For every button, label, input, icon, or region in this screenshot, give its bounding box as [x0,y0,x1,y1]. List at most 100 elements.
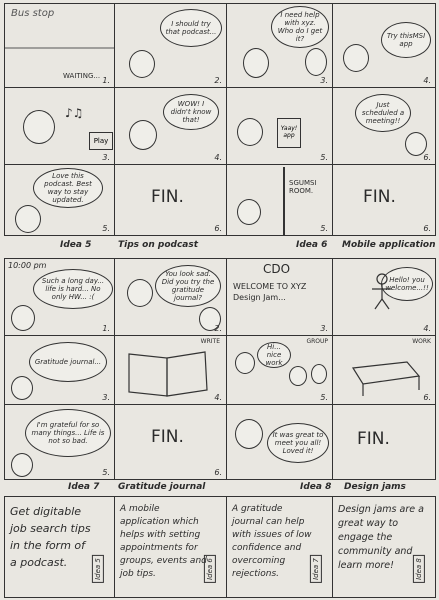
panel-2: I should try that podcast... 2. [114,3,227,88]
panel-5: ♪♫ Play 3. [4,87,115,165]
panel-number: 5. [102,468,110,477]
panel-1: Bus stop WAITING... 1. [4,3,115,88]
music-notes: ♪♫ [65,106,84,120]
play-button-label: Play [93,137,109,145]
panel-16: Hello! you welcome...!! 4. [332,258,436,336]
character-head [199,307,221,331]
open-journal-sketch [128,351,208,397]
speech-bubble: You look sad. Did you try the gratitude … [155,265,221,307]
idea-card-tag: Idea 8 [413,555,426,583]
panel-19: GROUP Hi... nice work 5. [226,335,333,405]
play-button[interactable]: Play [89,132,113,150]
panel-number: 5. [320,153,328,162]
speech-bubble: Gratitude journal... [29,342,107,382]
room-sign: SGUMSI ROOM. [289,179,317,195]
panel-21: I'm grateful for so many things... Life … [4,404,115,480]
speech-bubble: Try thisMSI app [381,22,431,58]
time-label: 10:00 pm [8,261,47,270]
speech-bubble: Just scheduled a meeting!! [355,94,411,132]
idea-card-text: A mobile application which helps with se… [120,504,207,579]
speech-bubble: Love this podcast. Best way to stay upda… [33,168,103,208]
panel-number: 6. [423,224,431,233]
work-table-sketch [351,361,421,396]
panel-number: 6. [214,224,222,233]
panel-number: 3. [102,153,110,162]
action-label: WORK [412,338,431,345]
speech-bubble: It was great to meet you all! Loved it! [267,423,329,463]
panel-number: 2. [214,76,222,85]
action-label: WRITE [200,338,220,345]
character-head [305,48,327,76]
panel-number: 4. [214,393,222,402]
panel-13: 10:00 pm Such a long day... life is hard… [4,258,115,336]
character-head [237,199,261,225]
idea-title: Design jams [344,482,406,492]
character-head [11,376,33,400]
idea-card-tag: Idea 6 [204,555,217,583]
panel-number: 1. [102,76,110,85]
speech-bubble: Hello! you welcome...!! [381,267,433,301]
panel-number: 5. [102,224,110,233]
idea-title: Gratitude journal [118,482,206,492]
panel-10: FIN. 6. [114,164,227,236]
panel-number: 6. [423,393,431,402]
character-head [11,453,33,477]
fin-text: FIN. [357,429,390,449]
board-title: CDO [263,262,291,276]
fin-text: FIN. [151,187,184,207]
speech-bubble: Hi... nice work [257,342,291,368]
idea-label: Idea 6 [296,240,328,250]
idea-card-8: Design jams are a great way to engage th… [332,496,436,598]
panel-number: 4. [214,153,222,162]
panel-title: Bus stop [11,8,55,19]
speech-bubble: Such a long day... life is hard... No on… [33,269,113,309]
panel-11: SGUMSI ROOM. 5. [226,164,333,236]
character-head [289,366,307,386]
panel-14: You look sad. Did you try the gratitude … [114,258,227,336]
character-head [237,118,263,146]
panel-3: I need help with xyz. Who do I get it? 3… [226,3,333,88]
character-head [15,205,41,233]
character-head [129,50,155,78]
speech-bubble: WOW! I didn't know that! [163,94,219,130]
panel-8: Just scheduled a meeting!! 6. [332,87,436,165]
speech-bubble: I'm grateful for so many things... Life … [25,409,111,457]
panel-number: 4. [423,324,431,333]
idea-card-tag: Idea 5 [92,555,105,583]
fin-text: FIN. [151,427,184,447]
character-head [129,120,157,150]
panel-caption: WAITING... [63,72,101,80]
panel-number: 3. [102,393,110,402]
room-door [283,167,285,235]
character-head [235,419,263,449]
idea-label: Idea 5 [60,240,92,250]
character-head [23,110,55,144]
character-head [405,132,427,156]
idea-label: Idea 8 [300,482,332,492]
action-label: GROUP [306,338,328,345]
panel-4: Try thisMSI app 4. [332,3,436,88]
speech-bubble: I need help with xyz. Who do I get it? [271,6,329,48]
panel-18: WRITE 4. [114,335,227,405]
panel-7: Yaay! app 5. [226,87,333,165]
panel-number: 3. [320,76,328,85]
idea-label: Idea 7 [68,482,100,492]
panel-number: 1. [102,324,110,333]
panel-15: CDO WELCOME TO XYZ Design Jam... 3. [226,258,333,336]
panel-number: 5. [320,224,328,233]
idea-title: Tips on podcast [118,240,199,250]
phone-screen: Yaay! app [277,118,301,148]
idea-card-text: Design jams are a great way to engage th… [338,504,424,571]
panel-number: 6. [423,153,431,162]
fin-text: FIN. [363,187,396,207]
welcome-text: WELCOME TO XYZ Design Jam... [233,282,307,302]
idea-card-5: Get digitable job search tips in the for… [4,496,115,598]
panel-6: WOW! I didn't know that! 4. [114,87,227,165]
panel-number: 4. [423,76,431,85]
panel-24: FIN. [332,404,436,480]
bench-sketch [5,47,115,49]
panel-17: Gratitude journal... 3. [4,335,115,405]
character-head [311,364,327,384]
panel-number: 3. [320,324,328,333]
